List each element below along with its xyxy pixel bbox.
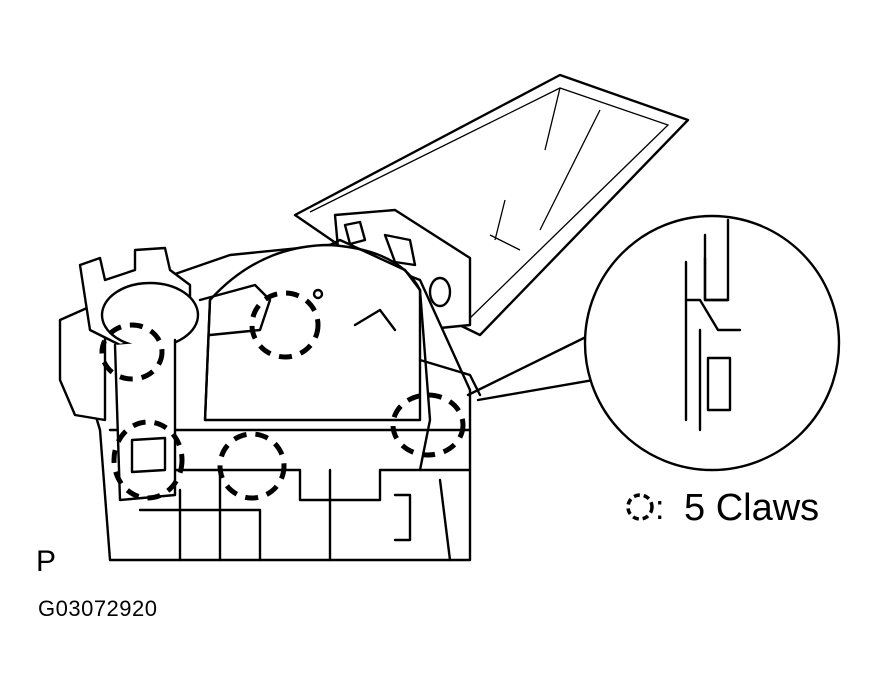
claw-marker xyxy=(390,392,466,458)
claw-marker xyxy=(249,290,321,360)
claw-marker xyxy=(217,431,287,501)
claw-markers xyxy=(99,290,466,501)
legend-separator: : xyxy=(655,489,664,527)
claw-marker xyxy=(111,419,185,501)
view-letter: P xyxy=(36,545,57,578)
dashed-circle-icon xyxy=(626,493,654,521)
detail-callout xyxy=(583,214,841,472)
callout-leader xyxy=(466,333,607,402)
figure-code: G03072920 xyxy=(38,596,158,621)
legend-label: 5 Claws xyxy=(684,487,820,529)
claw-marker xyxy=(99,322,165,382)
